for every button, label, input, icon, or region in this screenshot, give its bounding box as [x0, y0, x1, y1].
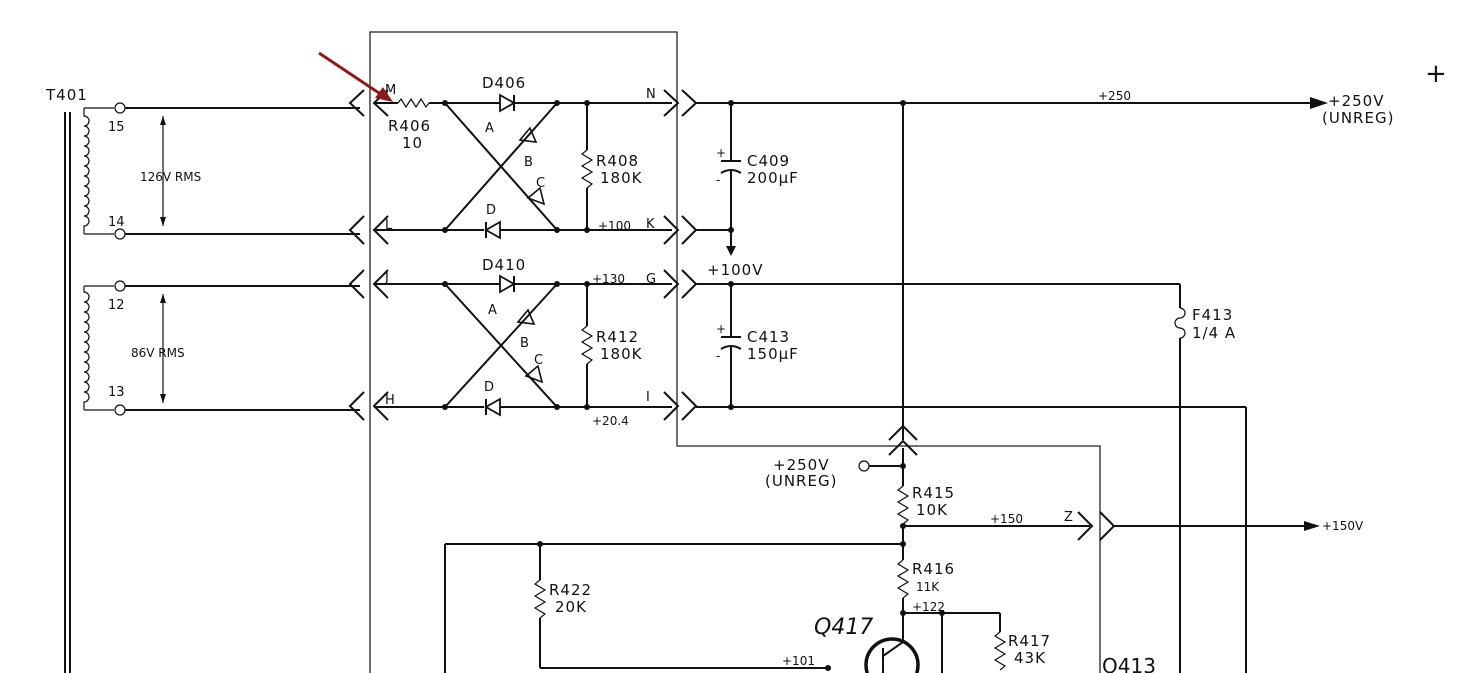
r415-ref: R415: [912, 484, 955, 502]
r417-ref: R417: [1008, 632, 1051, 650]
resistor-r416: [896, 559, 910, 599]
d406-letter-d: D: [486, 203, 496, 218]
node-plus150: +150: [990, 512, 1023, 526]
input-wires: [125, 107, 360, 411]
connector-z-label: Z: [1064, 510, 1073, 525]
r408-ref: R408: [596, 152, 639, 170]
c413-ref: C413: [747, 328, 790, 346]
resistor-r422: [533, 579, 547, 619]
r416-ref: R416: [912, 560, 955, 578]
r406-value: 10: [402, 134, 423, 152]
terminal-12: [114, 280, 126, 292]
connector-n-label: N: [646, 87, 656, 102]
r422-value: 20K: [555, 598, 587, 616]
f413-value: 1/4 A: [1192, 324, 1236, 342]
regulator-section: +250V (UNREG) R415 10K +150 Z +150V +101…: [444, 100, 1364, 673]
resistor-r415: [896, 485, 910, 525]
connector-chevrons-right: [663, 89, 698, 421]
transformer-label: T401: [45, 86, 88, 104]
d406-letter-b: B: [524, 155, 533, 170]
bridge-rectifier-d410: D410 A B C D R412 180K +130 +20.4: [374, 256, 672, 428]
output-plus150v: +150V: [1322, 519, 1364, 533]
c409-minus: -: [716, 173, 720, 187]
connector-j-label: J: [384, 270, 389, 285]
d406-ref: D406: [482, 74, 526, 92]
connector-l-label: L: [385, 218, 393, 233]
r415-value: 10K: [916, 501, 948, 519]
board-outline-left: [369, 31, 1101, 673]
filter-section: +250 +250V (UNREG) + - C409 200μF +100V …: [696, 89, 1394, 673]
node-plus100: +100: [598, 219, 631, 233]
resistor-r412: [580, 325, 594, 365]
c413-minus: -: [716, 349, 720, 363]
c409-ref: C409: [747, 152, 790, 170]
connector-h-label: H: [385, 393, 395, 408]
pin-label-14: 14: [108, 215, 125, 230]
fuse-f413: [1174, 307, 1186, 339]
node-plus130: +130: [592, 272, 625, 286]
rail-plus100v: +100V: [707, 261, 763, 279]
d410-letter-c: C: [534, 353, 543, 368]
resistor-r406: [397, 97, 430, 109]
node-plus122: +122: [912, 600, 945, 614]
voltage-label-lower: 86V RMS: [131, 346, 185, 360]
connector-k-label: K: [646, 217, 655, 232]
d410-ref: D410: [482, 256, 526, 274]
terminal-plus250v-unreg: [858, 460, 870, 472]
d410-letter-d: D: [484, 380, 494, 395]
r416-value: 11K: [916, 580, 940, 594]
transistor-q417: [864, 637, 920, 673]
pin-label-15: 15: [108, 120, 125, 135]
transformer-t401: T401 15 14 12 13 126V RMS 86V RMS: [45, 86, 201, 673]
pin-label-12: 12: [108, 298, 125, 313]
pin-label-13: 13: [108, 385, 125, 400]
connector-m-label: M: [385, 83, 396, 98]
connector-i-label: I: [646, 390, 650, 405]
r406-ref: R406: [388, 117, 431, 135]
connector-chevrons-left: [348, 89, 389, 421]
d406-letter-a: A: [485, 121, 494, 136]
node-plus250: +250: [1098, 89, 1131, 103]
d410-letter-b: B: [520, 336, 529, 351]
output-plus250v: +250V: [1328, 92, 1384, 110]
d410-letter-a: A: [488, 303, 497, 318]
secondary-coil-lower: [83, 285, 114, 411]
node-plus20-4: +20.4: [592, 414, 629, 428]
input-plus250v-note: (UNREG): [765, 472, 837, 490]
terminal-15: [114, 102, 126, 114]
d406-letter-c: C: [536, 176, 545, 191]
node-plus101: +101: [782, 654, 815, 668]
resistor-r408: [580, 149, 594, 189]
connector-g-label: G: [646, 272, 656, 287]
annotation-arrow: [318, 51, 393, 102]
resistor-r417: [993, 631, 1007, 671]
r412-ref: R412: [596, 328, 639, 346]
f413-ref: F413: [1192, 306, 1233, 324]
input-plus250v: +250V: [773, 456, 829, 474]
corner-plus-mark: +: [1425, 59, 1447, 89]
c409-plus: +: [716, 146, 726, 160]
r412-value: 180K: [600, 345, 643, 363]
terminal-14: [114, 228, 126, 240]
q413-ref: Q413: [1102, 654, 1156, 673]
c413-plus: +: [716, 322, 726, 336]
r417-value: 43K: [1014, 649, 1046, 667]
c409-value: 200μF: [747, 169, 799, 187]
secondary-coil-upper: [83, 107, 114, 235]
r422-ref: R422: [549, 581, 592, 599]
r408-value: 180K: [600, 169, 643, 187]
c413-value: 150μF: [747, 345, 799, 363]
q417-ref: Q417: [814, 615, 873, 640]
terminal-13: [114, 404, 126, 416]
bridge-rectifier-d406: R406 10 D406 A B C D R408 180K +100: [374, 74, 672, 240]
voltage-label-upper: 126V RMS: [140, 170, 201, 184]
output-plus250v-note: (UNREG): [1322, 109, 1394, 127]
